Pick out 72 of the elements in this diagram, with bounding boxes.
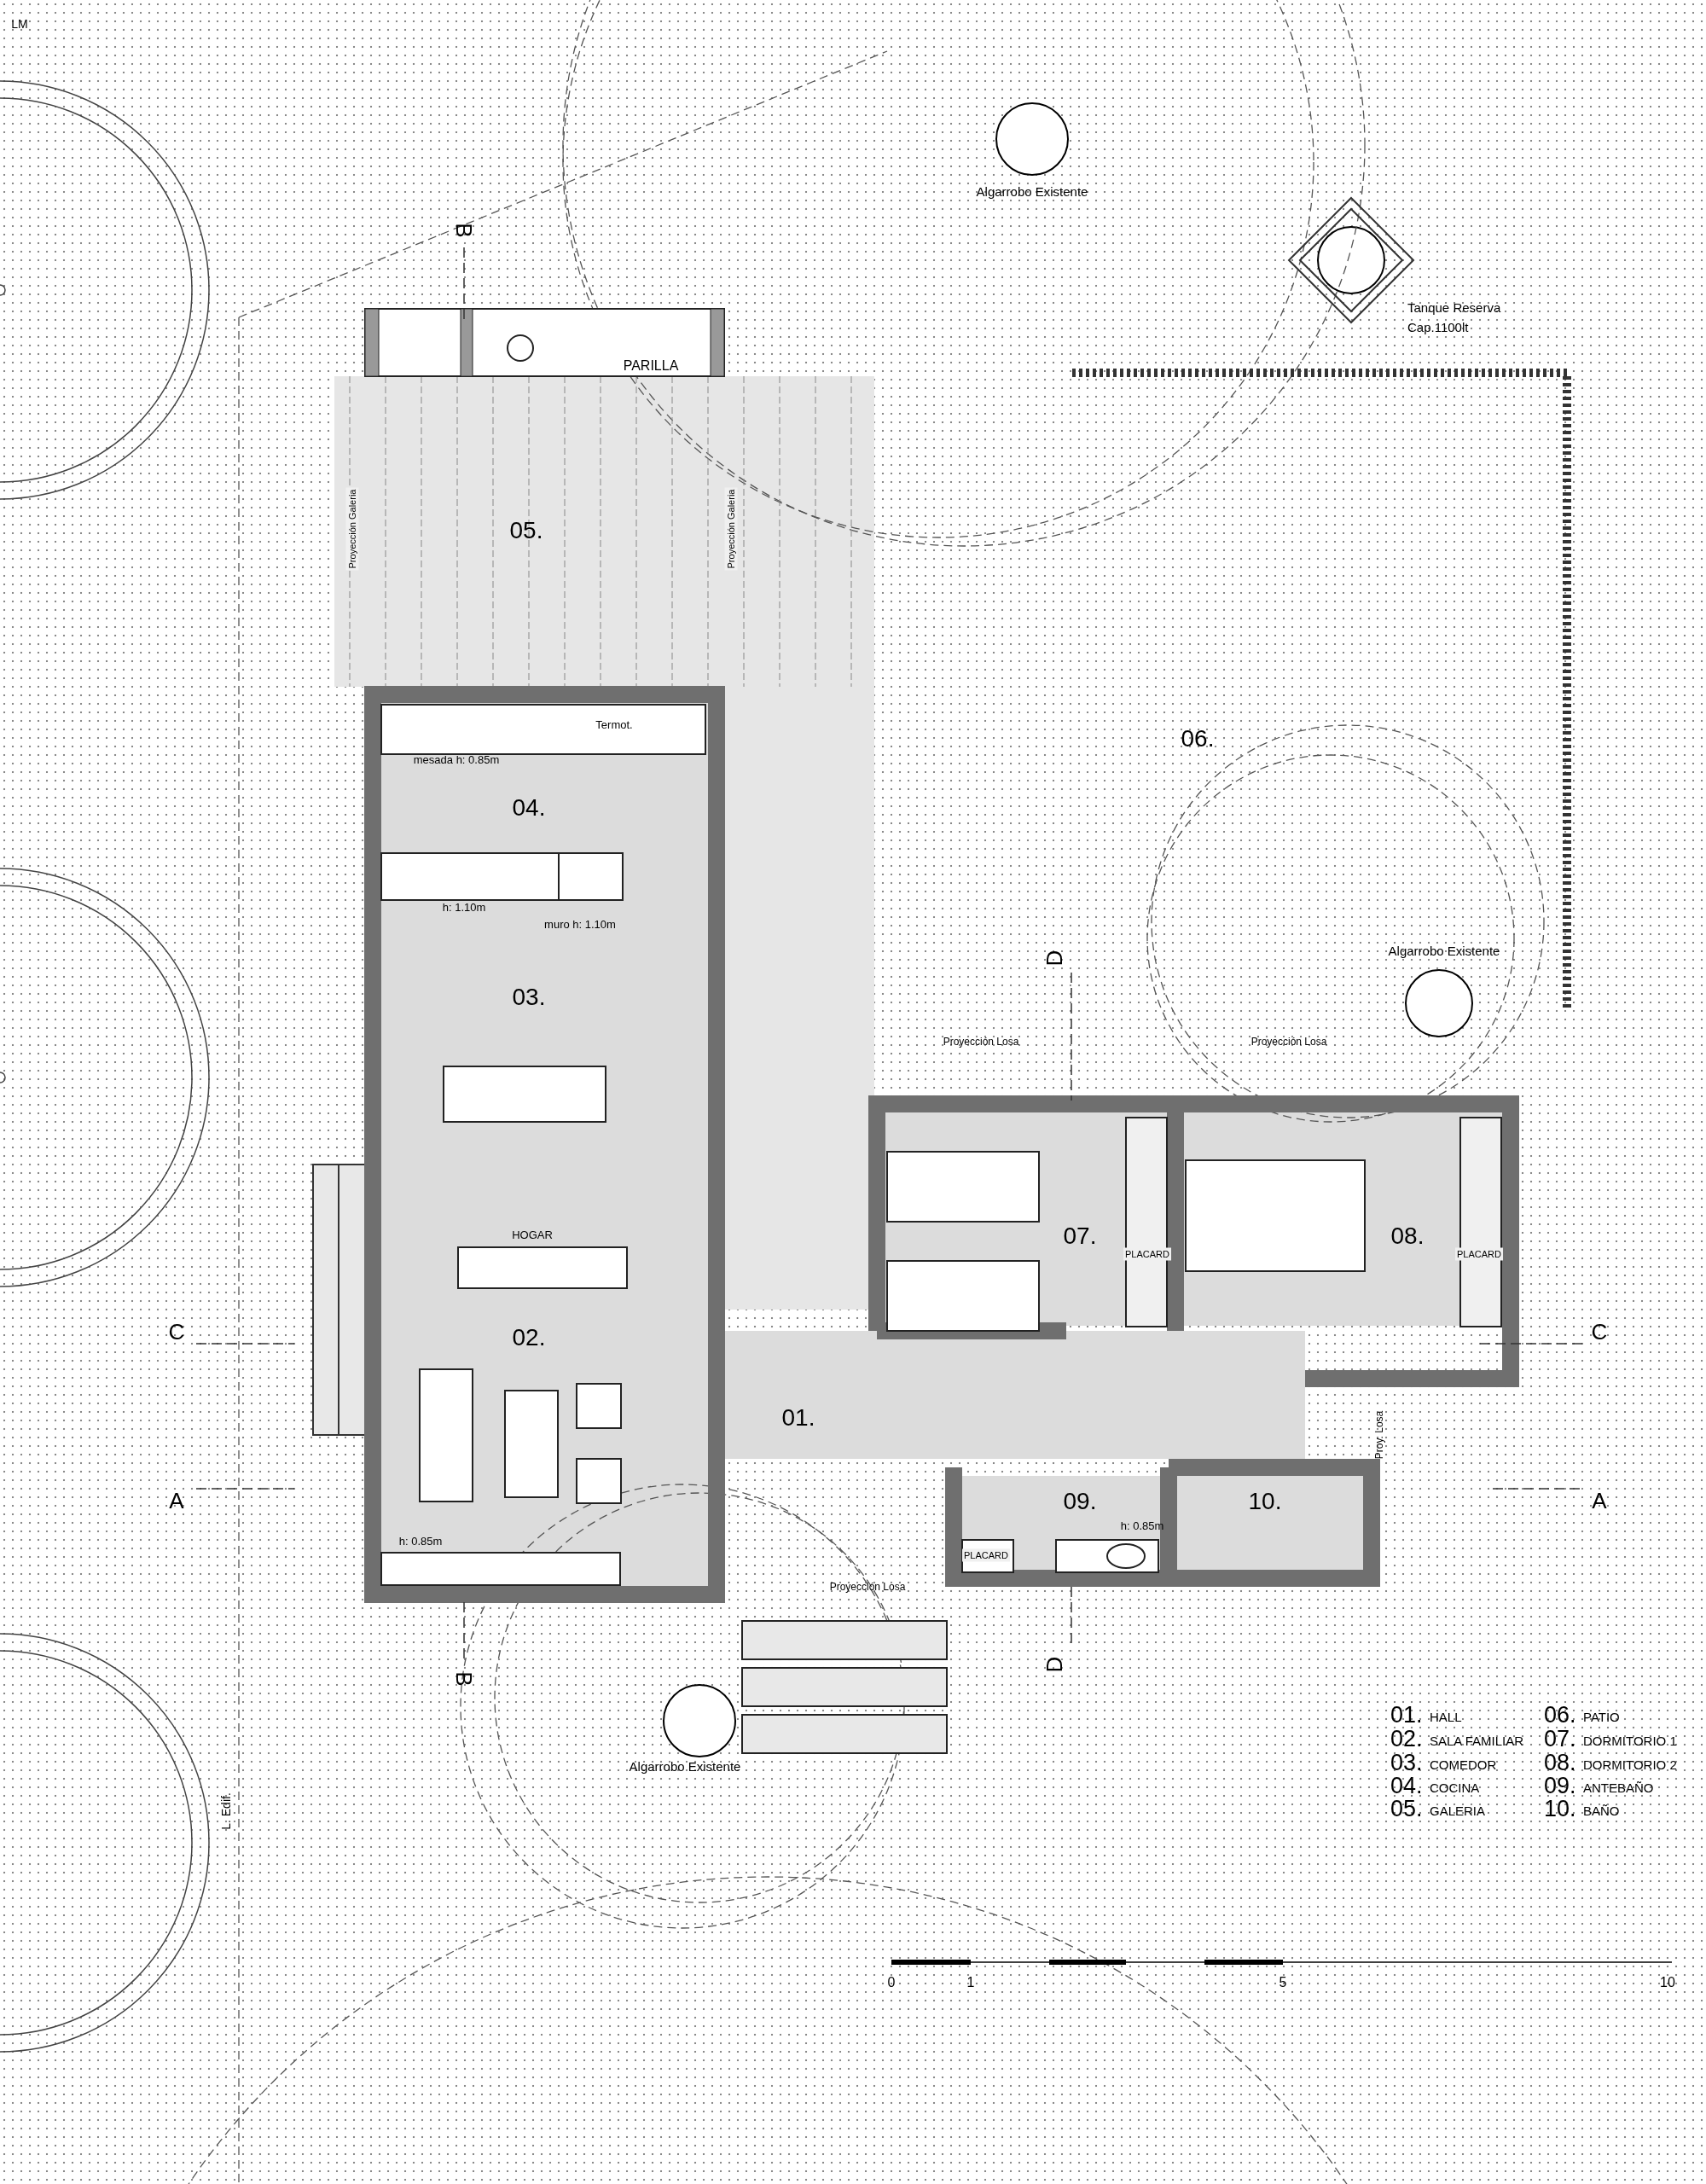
legend-number: 08. — [1544, 1751, 1576, 1774]
legend-room-name: COCINA — [1430, 1780, 1480, 1794]
room-number: 07. — [1063, 1224, 1097, 1248]
room-number: 05. — [509, 519, 543, 543]
plan-annotation: LM — [11, 18, 28, 30]
tank-label: Tanque Reserva Cap.1100lt — [1407, 299, 1502, 336]
plan-annotation: Proyección Galeria — [724, 487, 738, 571]
legend-room-name: SALA FAMILIAR — [1430, 1734, 1524, 1747]
plan-annotation: PLACARD — [1123, 1247, 1171, 1261]
section-mark-letter: A — [169, 1490, 184, 1512]
scale-number: 10 — [1660, 1976, 1675, 1989]
legend-room-name: HALL — [1430, 1710, 1462, 1723]
plan-annotation: muro h: 1.10m — [544, 918, 616, 930]
section-mark-letter: C — [1591, 1321, 1608, 1343]
tree-label: Algarrobo Existente — [1387, 943, 1501, 960]
plan-annotation: PLACARD — [1455, 1247, 1503, 1261]
scale-number: 0 — [887, 1976, 896, 1989]
plan-annotation: h: 1.10m — [442, 901, 486, 913]
legend-room-name: COMEDOR — [1430, 1757, 1497, 1771]
section-mark-letter: D — [1043, 1656, 1065, 1673]
plan-annotation: PLACARD — [962, 1548, 1010, 1562]
section-mark-letter: B — [453, 1671, 475, 1687]
section-mark-letter: C — [168, 1321, 185, 1343]
plan-annotation: Proyección Losa — [943, 1037, 1019, 1047]
scale-number: 1 — [966, 1976, 975, 1989]
legend-room-name: PATIO — [1583, 1710, 1620, 1723]
plan-annotation: HOGAR — [512, 1228, 553, 1240]
plan-annotation: Proyección Losa — [829, 1582, 906, 1592]
gallery-floor — [334, 376, 874, 687]
plan-annotation: Proy. Losa — [1374, 1410, 1384, 1460]
room-number: 02. — [512, 1326, 546, 1350]
legend-number: 04. — [1390, 1774, 1423, 1798]
plan-annotation: h: 0.85m — [398, 1535, 443, 1547]
room-number: 10. — [1248, 1490, 1282, 1513]
legend-room-name: BAÑO — [1583, 1804, 1620, 1817]
plan-annotation: Termot. — [595, 718, 633, 730]
legend-number: 10. — [1544, 1797, 1576, 1821]
room-floor — [724, 1331, 1305, 1459]
room-number: 09. — [1063, 1490, 1097, 1513]
plan-annotation: Proyección Galeria — [345, 487, 359, 571]
legend-room-name: GALERIA — [1430, 1804, 1486, 1817]
scale-number: 5 — [1279, 1976, 1287, 1989]
legend-number: 03. — [1390, 1751, 1423, 1774]
plan-annotation: PARILLA — [623, 359, 679, 373]
legend-number: 09. — [1544, 1774, 1576, 1798]
plan-annotation: L. Edif. — [220, 1792, 232, 1830]
room-number: 03. — [512, 985, 546, 1009]
legend-number: 07. — [1544, 1727, 1576, 1751]
plan-annotation: h: 0.85m — [1120, 1519, 1164, 1531]
room-number: 04. — [512, 796, 546, 820]
tree-label: Algarrobo Existente — [975, 183, 1089, 200]
tree-symbol — [1405, 969, 1473, 1037]
legend-room-name: DORMITORIO 2 — [1583, 1757, 1677, 1771]
legend-room-name: ANTEBAÑO — [1583, 1780, 1654, 1794]
legend-number: 01. — [1390, 1703, 1423, 1727]
tree-symbol — [663, 1684, 736, 1757]
section-mark-letter: D — [1043, 950, 1065, 967]
room-floor — [1177, 1476, 1363, 1570]
tree-symbol — [995, 102, 1069, 176]
legend-number: 05. — [1390, 1797, 1423, 1821]
plan-annotation: Proyección Losa — [1250, 1037, 1327, 1047]
legend-number: 02. — [1390, 1727, 1423, 1751]
tree-label: Algarrobo Existente — [628, 1758, 742, 1775]
room-number: 06. — [1181, 727, 1215, 751]
legend-number: 06. — [1544, 1703, 1576, 1727]
water-tank-symbol — [1317, 226, 1385, 294]
legend-room-name: DORMITORIO 1 — [1583, 1734, 1677, 1747]
section-mark-letter: B — [453, 223, 475, 238]
plan-annotation: mesada h: 0.85m — [413, 753, 500, 765]
section-mark-letter: A — [1592, 1490, 1607, 1512]
room-number: 08. — [1390, 1224, 1425, 1248]
room-number: 01. — [781, 1406, 815, 1430]
